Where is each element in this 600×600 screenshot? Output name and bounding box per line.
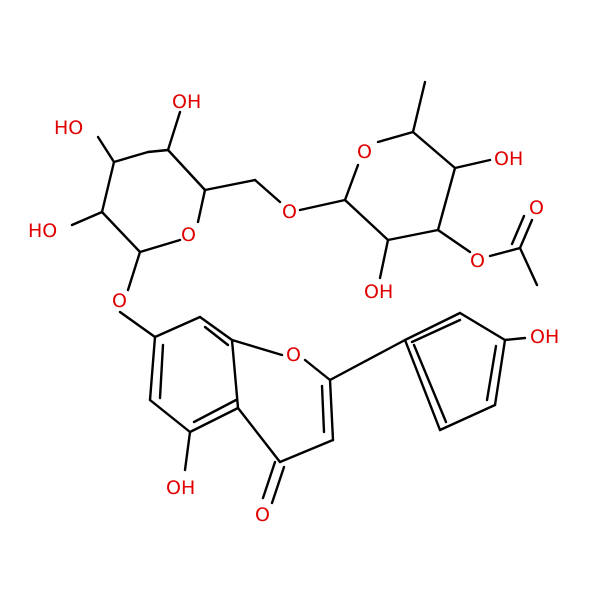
bonds <box>70 80 539 505</box>
glc-oh-4-label: OH <box>172 91 201 113</box>
glc-oh-2-label: HO <box>28 220 57 242</box>
chromone-carbonyl-o-label: O <box>255 504 270 526</box>
rha-oh-4-label: OH <box>494 148 523 170</box>
acetyl-carbonyl-o-label: O <box>529 197 544 219</box>
phenol-oh-label: OH <box>530 326 559 348</box>
acetyl-ester-o-label: O <box>470 250 485 272</box>
atom-labels: OH HO HO O O O O OH OH O O O OH OH O <box>28 91 559 526</box>
linker-o-label: O <box>282 201 297 223</box>
rha-oh-2-label: OH <box>364 281 393 303</box>
chromone-ring-o-label: O <box>286 344 301 366</box>
glc-glycosidic-o-label: O <box>112 290 127 312</box>
rha-ring-o-label: O <box>357 141 372 163</box>
chromone-oh-5-label: OH <box>166 477 195 499</box>
glc-ring-o-label: O <box>181 224 196 246</box>
glc-oh-3-label: HO <box>54 117 83 139</box>
